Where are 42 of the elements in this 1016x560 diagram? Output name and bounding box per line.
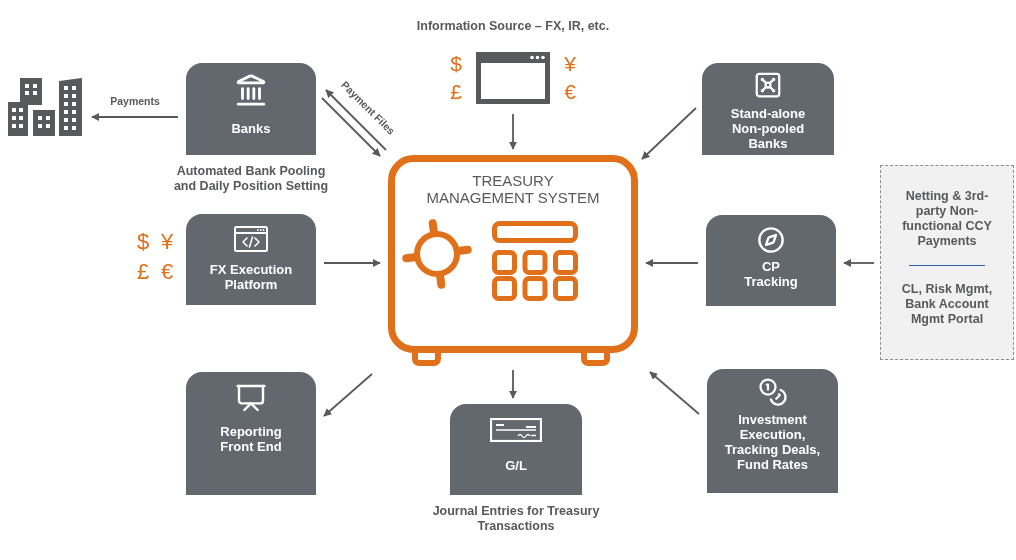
process-box: [186, 214, 316, 305]
dashed-panel: [880, 165, 1014, 360]
card-title: FX Execution Platform: [208, 262, 294, 292]
arrow: [641, 107, 697, 160]
arrow: [645, 258, 699, 268]
arrow: [91, 112, 179, 122]
system-title: TREASURY MANAGEMENT SYSTEM: [425, 172, 601, 206]
process-box: [186, 372, 316, 495]
currency-symbol: £: [136, 258, 150, 286]
process-box: [186, 63, 316, 155]
arrow: [325, 89, 387, 151]
arrow: [508, 113, 518, 150]
currency-symbol: $: [450, 52, 462, 76]
card-title: Reporting Front End: [219, 424, 283, 454]
currency-symbol: ¥: [160, 228, 174, 256]
process-box: [702, 63, 834, 155]
arrow: [508, 369, 518, 399]
arrow: [323, 258, 381, 268]
process-box: [450, 404, 582, 495]
arrow: [843, 258, 875, 268]
source-heading: Information Source – FX, IR, etc.: [416, 18, 610, 34]
office-buildings-icon: [8, 76, 84, 136]
arrow: [321, 97, 381, 157]
currency-symbol: €: [160, 258, 174, 286]
card-title: Stand-alone Non-pooled Banks: [729, 106, 807, 151]
panel-text: CL, Risk Mgmt, Bank Account Mgmt Portal: [900, 282, 994, 327]
card-title: CP Tracking: [743, 259, 799, 289]
currency-symbol: $: [136, 228, 150, 256]
currency-symbol: €: [564, 80, 576, 104]
card-title: Investment Execution, Tracking Deals, Fund Rates: [723, 412, 822, 472]
card-title: Banks: [231, 121, 271, 136]
process-box: [707, 369, 838, 493]
currency-symbol: £: [450, 80, 462, 104]
panel-text: Netting & 3rd-party Non-functional CCY Payments: [901, 189, 993, 249]
edge-label: Payments: [108, 94, 162, 108]
arrow: [323, 373, 373, 417]
process-box: [706, 215, 836, 306]
currency-symbol: ¥: [564, 52, 576, 76]
arrow: [649, 371, 700, 415]
card-title: G/L: [505, 458, 527, 473]
side-note: Journal Entries for Treasury Transactions: [431, 504, 601, 534]
side-note: Automated Bank Pooling and Daily Position Setting: [172, 164, 330, 194]
